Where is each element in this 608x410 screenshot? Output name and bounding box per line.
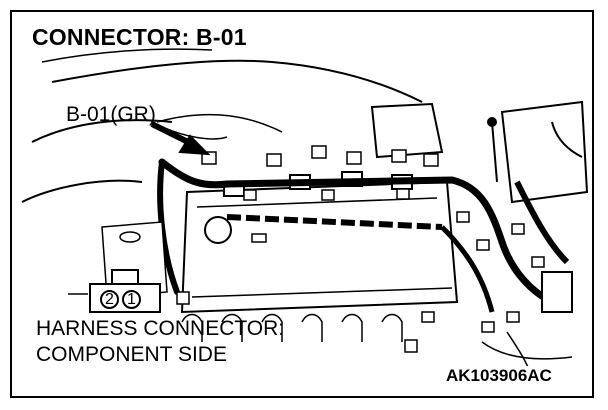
harness-caption-line2: COMPONENT SIDE	[36, 343, 227, 366]
connector-pin-2: 2	[100, 290, 119, 309]
diagram-frame: CONNECTOR: B-01 B-01(GR) 2 1 HARNESS CON…	[10, 10, 594, 398]
harness-connector-caption: HARNESS CONNECTOR: COMPONENT SIDE	[36, 316, 284, 368]
engine-bay-illustration	[21, 48, 589, 378]
connector-pin-1: 1	[122, 290, 141, 309]
harness-caption-line1: HARNESS CONNECTOR:	[36, 317, 285, 340]
connector-callout-label: B-01(GR)	[66, 103, 156, 126]
figure-code: AK103906AC	[444, 366, 554, 386]
page-title: CONNECTOR: B-01	[32, 24, 247, 50]
